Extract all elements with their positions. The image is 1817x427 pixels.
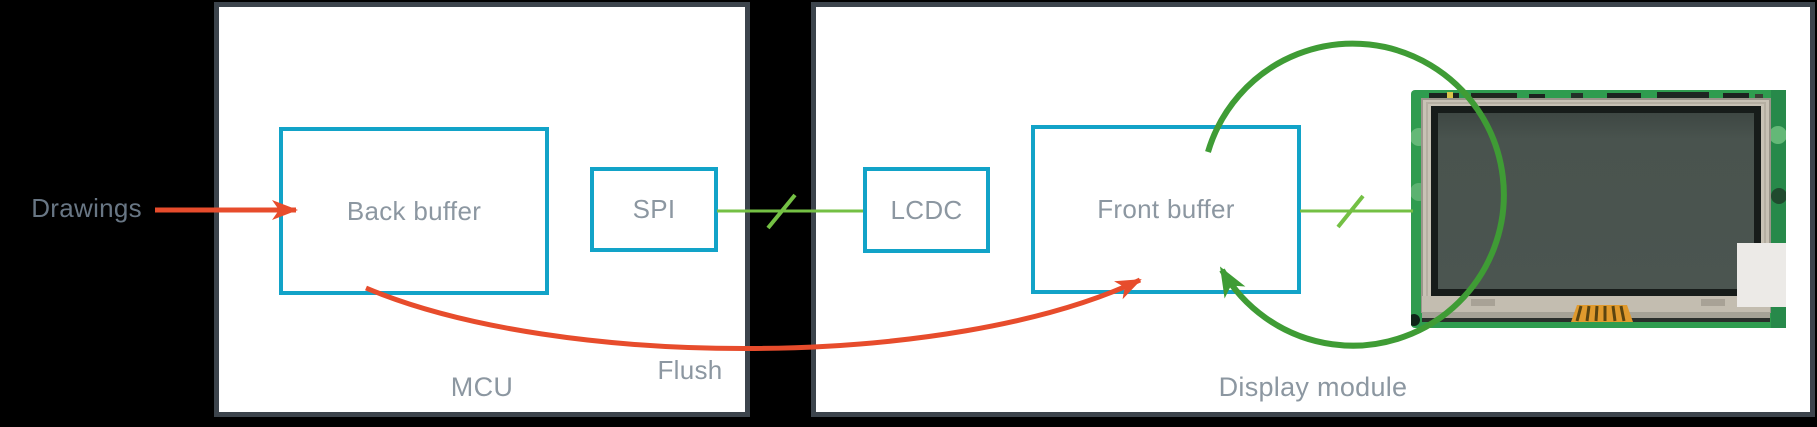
bus-width-slash-icon <box>766 193 797 230</box>
pad-right-top <box>1769 126 1786 144</box>
sticker <box>1737 243 1786 307</box>
screen <box>1438 113 1754 289</box>
flush-caption: Flush <box>657 355 723 385</box>
bezel-mark-left <box>1471 299 1495 306</box>
spi-block: SPI <box>590 167 718 252</box>
front-buffer-block: Front buffer <box>1031 125 1301 294</box>
front-buffer-label: Front buffer <box>1097 194 1235 224</box>
back-buffer-label: Back buffer <box>346 195 482 226</box>
lcdc-block: LCDC <box>863 167 990 253</box>
hole-right <box>1771 188 1786 204</box>
display-module-caption: Display module <box>1218 372 1408 402</box>
mcu-caption: MCU <box>450 372 514 402</box>
drawings-caption: Drawings <box>31 193 142 223</box>
flex-connector <box>1571 305 1633 322</box>
lcdc-label: LCDC <box>890 194 963 225</box>
spi-label: SPI <box>632 194 676 224</box>
lcd-module-photo <box>1411 90 1786 328</box>
bezel-bottom-band <box>1422 296 1770 312</box>
back-buffer-block: Back buffer <box>279 127 549 295</box>
bezel-mark-right <box>1701 299 1725 306</box>
